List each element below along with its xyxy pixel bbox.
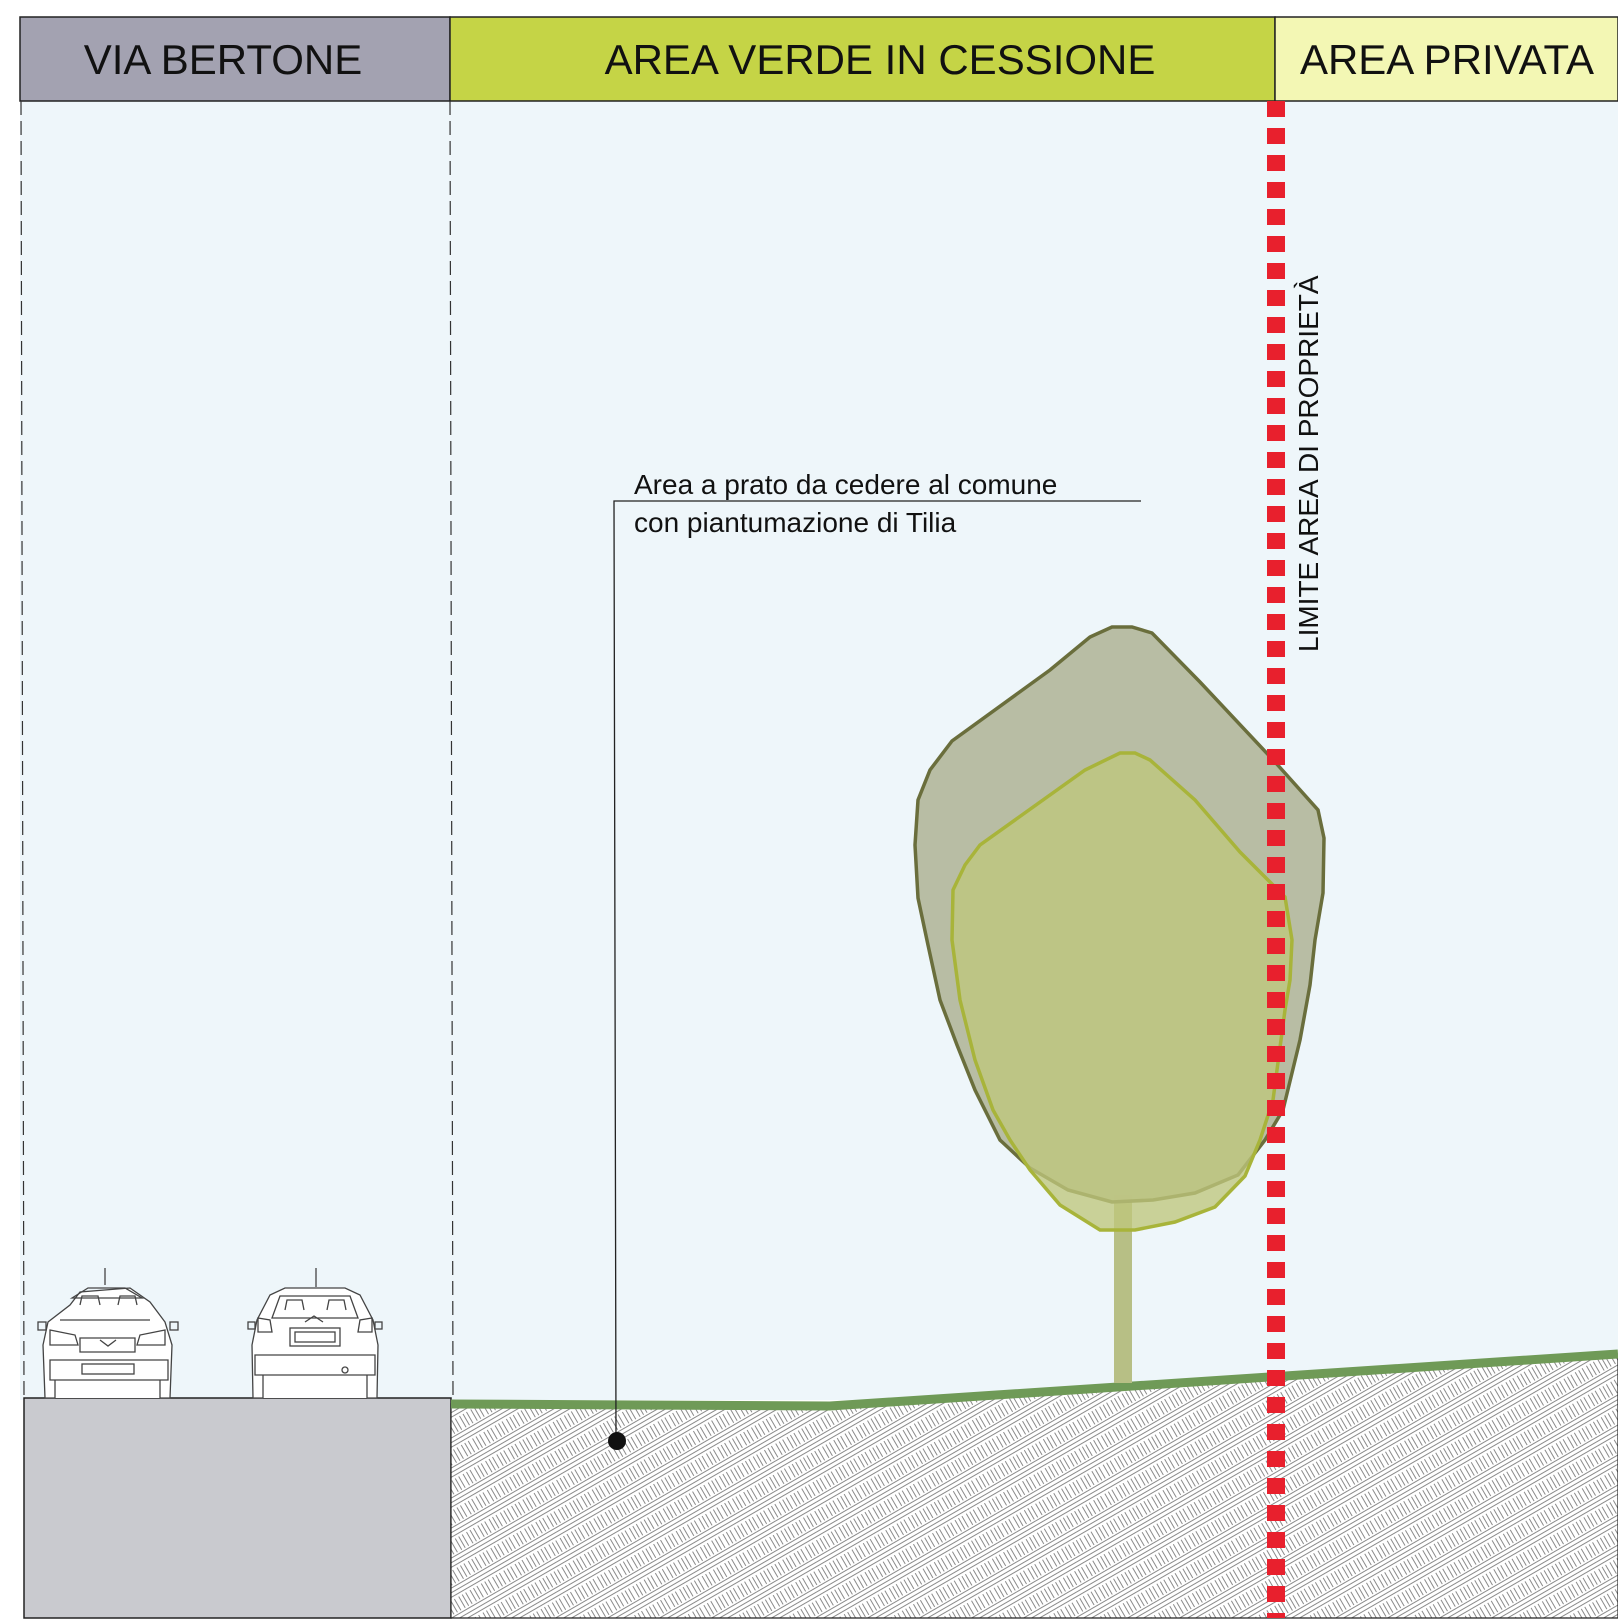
road-section	[23, 1397, 452, 1619]
annotation-leader-dot	[608, 1432, 626, 1450]
header-private-label: AREA PRIVATA	[1300, 36, 1594, 83]
header-road-band	[19, 16, 451, 102]
property-limit-label: LIMITE AREA DI PROPRIETÀ	[1293, 275, 1324, 652]
car-rear-icon	[247, 1268, 383, 1399]
tree-canopy-inner	[950, 751, 1294, 1232]
annotation-lawn-line2: con piantumazione di Tilia	[634, 507, 957, 538]
header-green-band	[449, 16, 1276, 102]
annotation-lawn-line1: Area a prato da cedere al comune	[634, 469, 1057, 500]
header-road-label: VIA BERTONE	[84, 36, 363, 83]
tilia-tree-icon	[913, 625, 1326, 1383]
sky-background	[20, 100, 1618, 1400]
grass-surface-line	[450, 1349, 1618, 1411]
header-private-band	[1274, 16, 1618, 102]
road-boundary-right	[449, 100, 454, 1399]
car-front-icon	[37, 1268, 179, 1399]
tree-trunk	[1114, 1195, 1132, 1383]
header-green-label: AREA VERDE IN CESSIONE	[605, 36, 1156, 83]
road-boundary-left	[20, 100, 25, 1399]
annotation-leader-line	[613, 500, 1141, 1441]
